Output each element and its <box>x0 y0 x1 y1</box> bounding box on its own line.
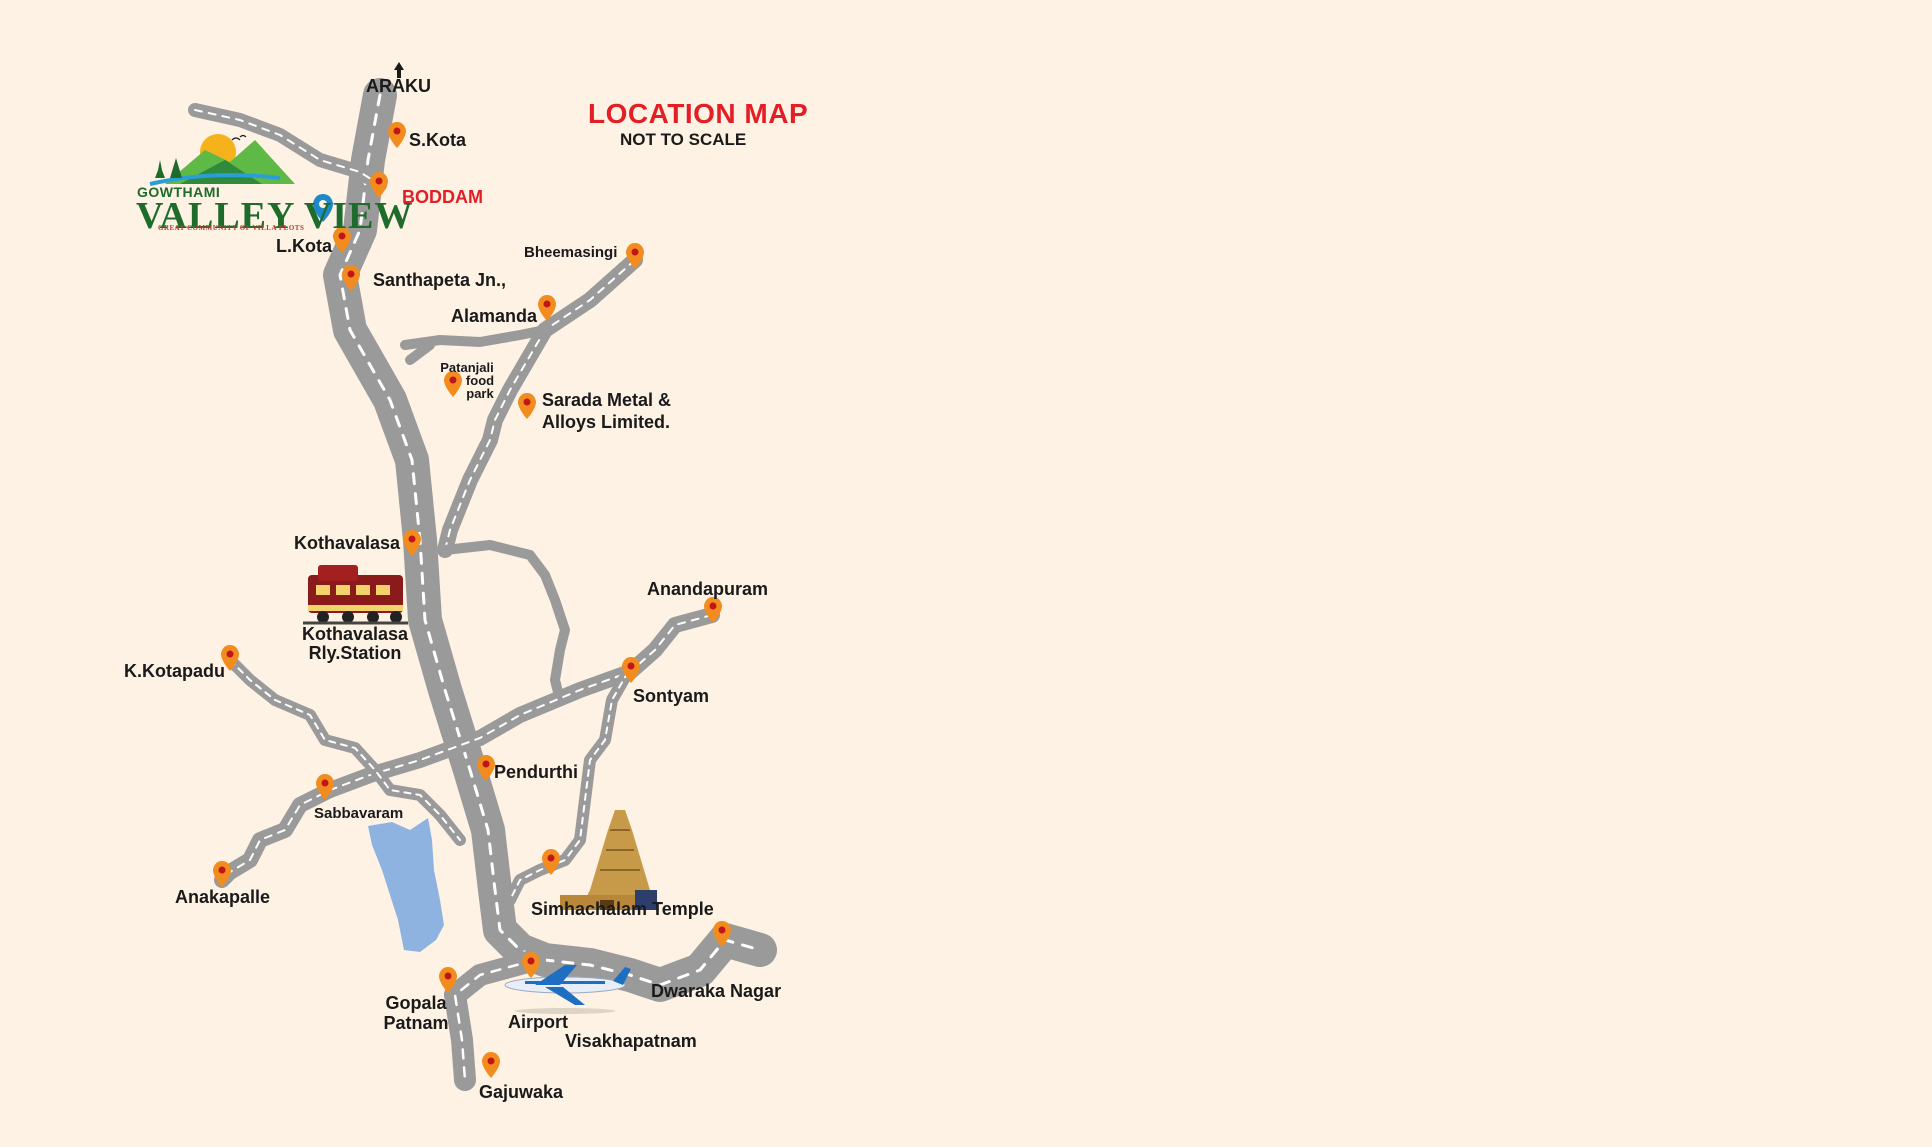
map-title: LOCATION MAP <box>588 98 809 129</box>
pin-kothavalasa-icon <box>403 530 421 556</box>
pin-l-kota-icon <box>333 227 351 253</box>
label-alamanda: Alamanda <box>451 306 538 326</box>
pin-bheemasingi-icon <box>626 243 644 269</box>
label-sarada-1: Sarada Metal & <box>542 390 672 410</box>
label-kothavalasa: Kothavalasa <box>294 533 401 553</box>
pin-k-kotapadu-icon <box>221 645 239 671</box>
label-l-kota: L.Kota <box>276 236 332 256</box>
pin-gajuwaka-icon <box>482 1052 500 1078</box>
label-boddam: BODDAM <box>402 187 483 207</box>
label-k-kotapadu: K.Kotapadu <box>124 661 225 681</box>
pin-pendurthi-icon <box>477 755 495 781</box>
label-patanjali-2: food <box>465 373 495 388</box>
airplane-icon <box>504 965 631 1014</box>
north-arrow-icon <box>394 62 404 78</box>
pin-dwaraka-icon <box>713 921 731 947</box>
boddam-road <box>188 103 387 192</box>
bheemasingi-road <box>437 252 643 558</box>
map-pins <box>213 122 731 1078</box>
map-subtitle: NOT TO SCALE <box>620 130 747 149</box>
label-bheemasingi: Bheemasingi <box>524 244 618 261</box>
pin-anakapalle-icon <box>213 861 231 887</box>
label-rly-station-2: Rly.Station <box>308 643 402 663</box>
pin-gopalapatnam-icon <box>439 967 457 993</box>
label-sabbavaram: Sabbavaram <box>314 805 404 822</box>
pin-alamanda-icon <box>538 295 556 321</box>
label-dwaraka-nagar: Dwaraka Nagar <box>651 981 782 1001</box>
train-icon <box>303 565 408 625</box>
label-rly-station-1: Kothavalasa <box>301 624 409 644</box>
pin-anandapuram-icon <box>704 597 722 623</box>
pin-airport-icon <box>522 952 540 978</box>
label-sontyam: Sontyam <box>633 686 710 706</box>
pin-sontyam-icon <box>622 657 640 683</box>
pin-santhapeta-icon <box>342 265 360 291</box>
temple-icon <box>560 810 657 910</box>
pin-boddam-icon <box>370 172 388 198</box>
label-araku: ARAKU <box>366 76 431 96</box>
brand-name-main: VALLEY VIEW <box>136 195 414 237</box>
gajuwaka-road <box>444 949 546 1091</box>
label-s-kota: S.Kota <box>409 130 467 150</box>
label-gopala-1: Gopala <box>385 993 447 1013</box>
label-sarada-2: Alloys Limited. <box>542 412 671 432</box>
label-airport: Airport <box>508 1012 568 1032</box>
kothavalasa-loop-road <box>440 540 620 705</box>
label-visakhapatnam: Visakhapatnam <box>565 1031 697 1051</box>
label-anandapuram: Anandapuram <box>647 579 769 599</box>
label-gopala-2: Patnam <box>383 1013 449 1033</box>
brand-name-top: GOWTHAMI <box>137 184 221 200</box>
pin-sabbavaram-icon <box>316 774 334 800</box>
brand-location-pin-icon <box>313 194 333 222</box>
main-highway-road <box>323 78 777 1002</box>
k-kotapadu-road <box>224 654 466 846</box>
brand-tagline: GREAT COMMUNITY OF VILLA PLOTS <box>158 224 305 232</box>
anandapuram-sabbavaram-road <box>214 607 720 888</box>
pin-s-kota-icon <box>388 122 406 148</box>
sontyam-simhachalam-road <box>504 666 634 906</box>
label-patanjali-1: Patanjali <box>440 360 494 375</box>
pin-patanjali-icon <box>444 371 462 397</box>
label-pendurthi: Pendurthi <box>494 762 578 782</box>
brand-logo-graphic <box>149 134 295 186</box>
pin-sarada-icon <box>518 393 536 419</box>
label-santhapeta: Santhapeta Jn., <box>373 270 507 290</box>
label-anakapalle: Anakapalle <box>175 887 271 907</box>
label-gajuwaka: Gajuwaka <box>479 1082 564 1102</box>
label-simhachalam: Simhachalam Temple <box>531 899 714 919</box>
lake <box>368 818 444 952</box>
label-patanjali-3: park <box>466 386 494 401</box>
pin-simhachalam-icon <box>542 849 560 875</box>
